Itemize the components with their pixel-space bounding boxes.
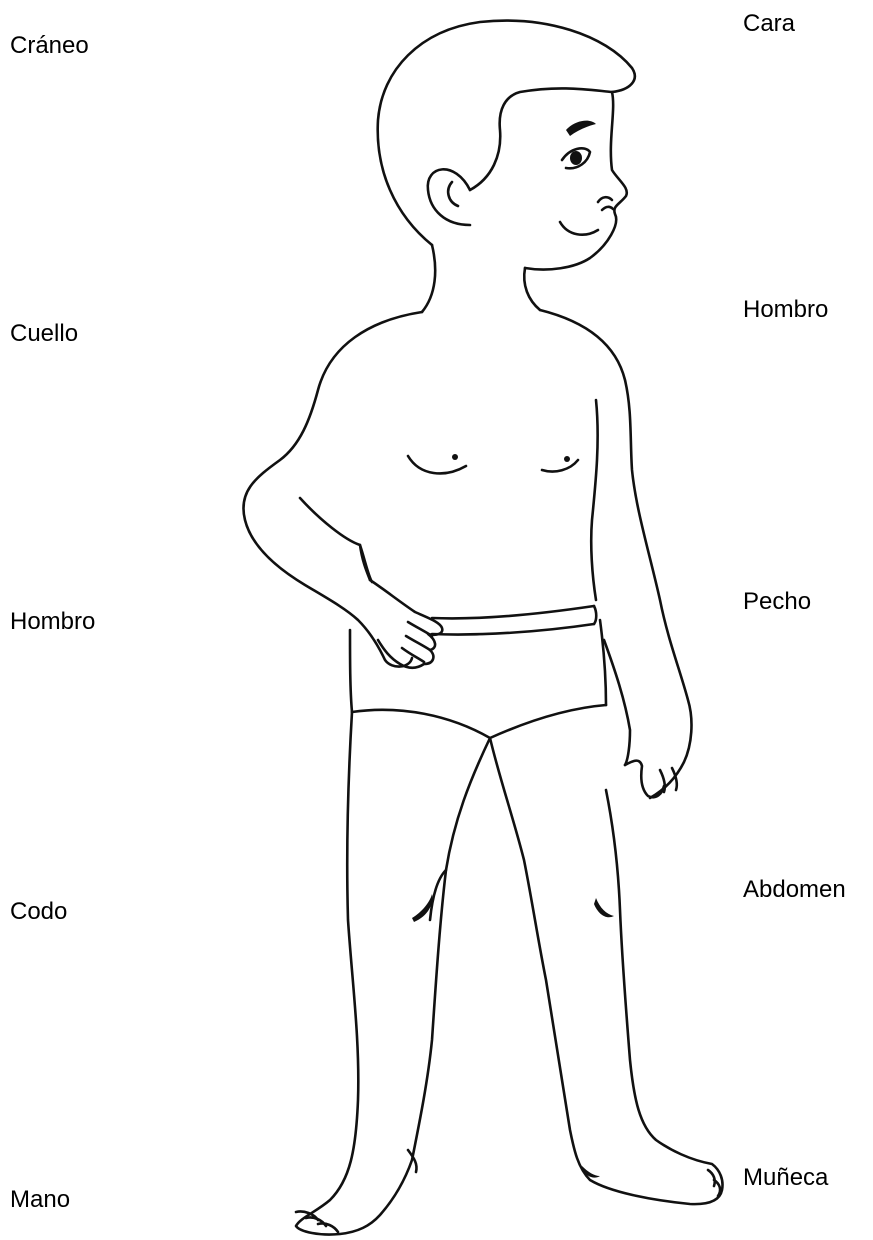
ear-inner (448, 182, 458, 206)
label-pecho: Pecho (743, 588, 811, 616)
left-hand-finger (408, 622, 432, 636)
eyebrow (566, 121, 596, 136)
label-cara: Cara (743, 10, 795, 38)
face-outline (525, 92, 627, 270)
chest-left-dot (452, 454, 458, 460)
eye-pupil (570, 151, 582, 165)
chest-right-line (542, 460, 578, 472)
left-hand-outline (370, 580, 442, 668)
waistband-right (594, 606, 596, 624)
nose-detail (598, 197, 612, 202)
neck-left (422, 245, 435, 312)
label-abdomen: Abdomen (743, 876, 846, 904)
right-toes (708, 1170, 720, 1196)
neck-right (524, 268, 540, 310)
hair-outline (378, 21, 635, 245)
right-shoulder-outline (540, 310, 691, 798)
label-hombro-right: Hombro (743, 296, 828, 324)
right-leg-inner (490, 738, 723, 1204)
right-arm-inner (604, 640, 630, 765)
left-hand-finger-3 (402, 648, 424, 662)
left-hand-finger-2 (406, 636, 430, 650)
mouth-smile (560, 222, 598, 235)
label-cuello: Cuello (10, 320, 78, 348)
waistband-top (432, 606, 594, 618)
left-toes (296, 1211, 338, 1232)
label-mano: Mano (10, 1186, 70, 1214)
left-shoulder-arm-outer (243, 312, 422, 667)
label-craneo: Cráneo (10, 32, 89, 60)
right-knee-mark (594, 898, 614, 917)
chest-right-dot (564, 456, 570, 462)
right-ankle-mark (582, 1166, 600, 1178)
torso-left-side (360, 545, 372, 582)
label-codo: Codo (10, 898, 67, 926)
underwear-left (350, 630, 352, 712)
left-arm-inner (300, 498, 370, 580)
underwear-right (600, 620, 606, 705)
left-leg-outer (296, 712, 490, 1235)
torso-right-side (591, 400, 597, 600)
underwear-bottom (352, 705, 606, 738)
nose-detail-2 (602, 207, 613, 210)
label-hombro-left: Hombro (10, 608, 95, 636)
waistband-bottom (432, 624, 594, 635)
label-muneca: Muñeca (743, 1164, 828, 1192)
